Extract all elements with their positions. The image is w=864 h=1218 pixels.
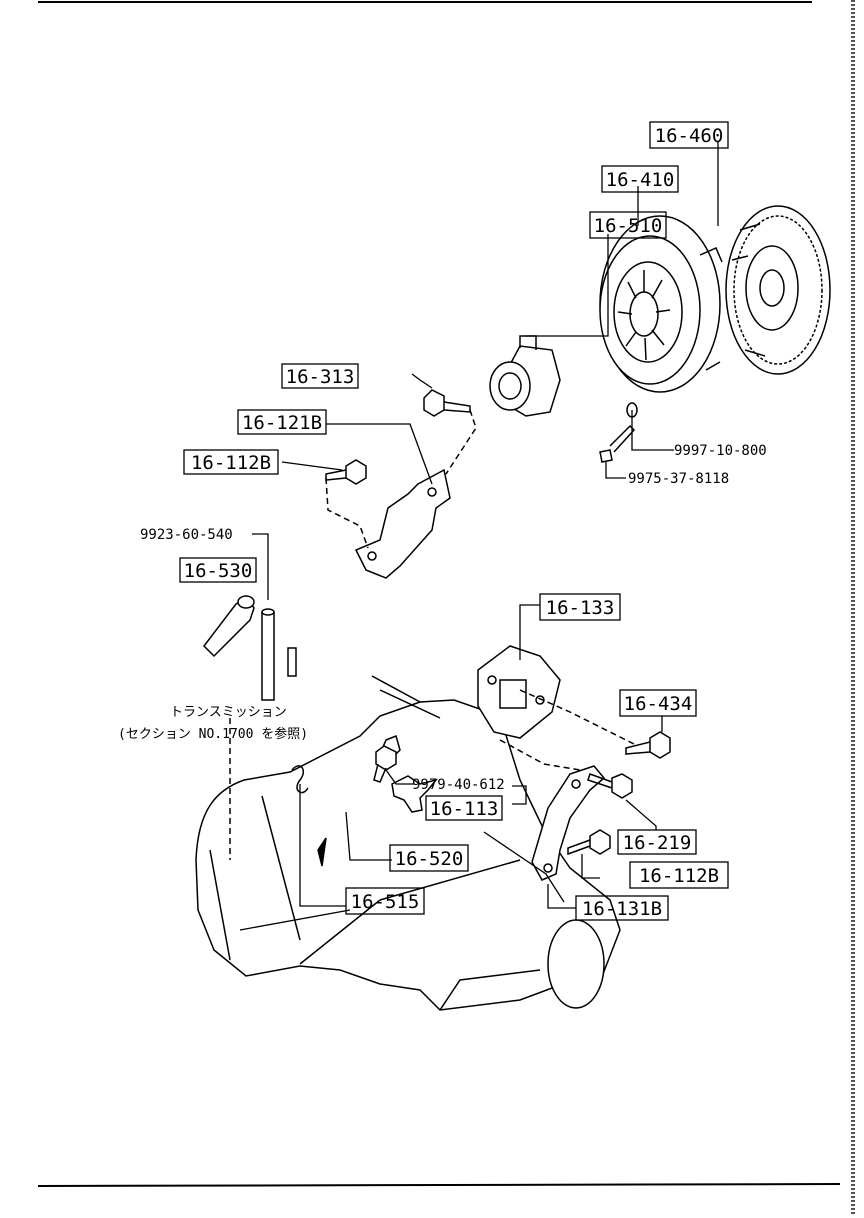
label-16-131b[interactable]: 16-131B bbox=[575, 895, 669, 921]
bracket-16-121b-drawing bbox=[354, 468, 451, 579]
pressure-plate-drawing bbox=[599, 215, 723, 393]
part-number-9997-10-800[interactable]: 9997-10-800 bbox=[674, 443, 767, 459]
cover-16-133-drawing bbox=[477, 645, 561, 739]
label-16-121b[interactable]: 16-121B bbox=[237, 409, 327, 435]
label-16-515[interactable]: 16-515 bbox=[345, 887, 425, 915]
transmission-note-line2: (セクション NO.1700 を参照) bbox=[118, 726, 308, 742]
bolt-16-313-drawing bbox=[423, 389, 471, 417]
svg-text:16-121B: 16-121B bbox=[242, 412, 322, 434]
label-16-219[interactable]: 16-219 bbox=[617, 829, 697, 855]
label-16-510[interactable]: 16-510 bbox=[589, 211, 667, 239]
svg-text:16-520: 16-520 bbox=[395, 848, 464, 870]
svg-text:16-113: 16-113 bbox=[430, 798, 499, 820]
arrow-head bbox=[317, 837, 327, 867]
assembly-guide-lines-lower bbox=[229, 689, 635, 860]
svg-text:16-112B: 16-112B bbox=[191, 452, 271, 474]
svg-text:16-434: 16-434 bbox=[624, 693, 693, 715]
bolt-16-434-drawing bbox=[625, 731, 671, 759]
leader-lines bbox=[239, 142, 719, 931]
part-number-9975-37-8118[interactable]: 9975-37-8118 bbox=[628, 471, 729, 487]
svg-text:16-510: 16-510 bbox=[594, 215, 663, 237]
svg-text:16-112B: 16-112B bbox=[639, 865, 719, 887]
bolt-16-112b-bottom-drawing bbox=[567, 829, 611, 856]
label-16-112b-top[interactable]: 16-112B bbox=[183, 449, 279, 475]
svg-text:16-133: 16-133 bbox=[546, 597, 615, 619]
label-16-112b-bottom[interactable]: 16-112B bbox=[629, 861, 729, 889]
label-16-530[interactable]: 16-530 bbox=[179, 557, 257, 583]
svg-text:16-530: 16-530 bbox=[184, 560, 253, 582]
bolt-16-112b-top-drawing bbox=[325, 459, 367, 485]
svg-text:16-410: 16-410 bbox=[606, 169, 675, 191]
label-16-520[interactable]: 16-520 bbox=[389, 844, 469, 872]
clutch-disc-drawing bbox=[725, 205, 831, 375]
label-16-313[interactable]: 16-313 bbox=[281, 363, 359, 389]
label-16-460[interactable]: 16-460 bbox=[649, 121, 729, 149]
label-16-113[interactable]: 16-113 bbox=[425, 795, 503, 821]
part-number-9979-40-612[interactable]: 9979-40-612 bbox=[412, 777, 505, 793]
label-16-434[interactable]: 16-434 bbox=[619, 689, 697, 717]
svg-text:16-460: 16-460 bbox=[655, 125, 724, 147]
release-bearing-drawing bbox=[489, 335, 561, 417]
part-number-9923-60-540[interactable]: 9923-60-540 bbox=[140, 527, 233, 543]
bottom-border-line bbox=[37, 1183, 841, 1187]
svg-text:16-219: 16-219 bbox=[623, 832, 692, 854]
clip-16-515-drawing bbox=[291, 765, 309, 794]
release-fork-drawing bbox=[203, 595, 297, 701]
svg-text:16-515: 16-515 bbox=[351, 891, 420, 913]
bracket-16-131b-drawing bbox=[531, 765, 606, 881]
label-16-410[interactable]: 16-410 bbox=[601, 165, 679, 193]
transmission-note-line1: トランスミッション bbox=[170, 705, 287, 720]
svg-text:16-131B: 16-131B bbox=[582, 898, 662, 920]
assembly-guide-lines-upper bbox=[325, 409, 477, 549]
label-16-133[interactable]: 16-133 bbox=[539, 593, 621, 621]
bolt-9979-40-612-drawing bbox=[373, 745, 397, 783]
svg-text:16-313: 16-313 bbox=[286, 366, 355, 388]
bolt-16-219-drawing bbox=[587, 773, 633, 799]
